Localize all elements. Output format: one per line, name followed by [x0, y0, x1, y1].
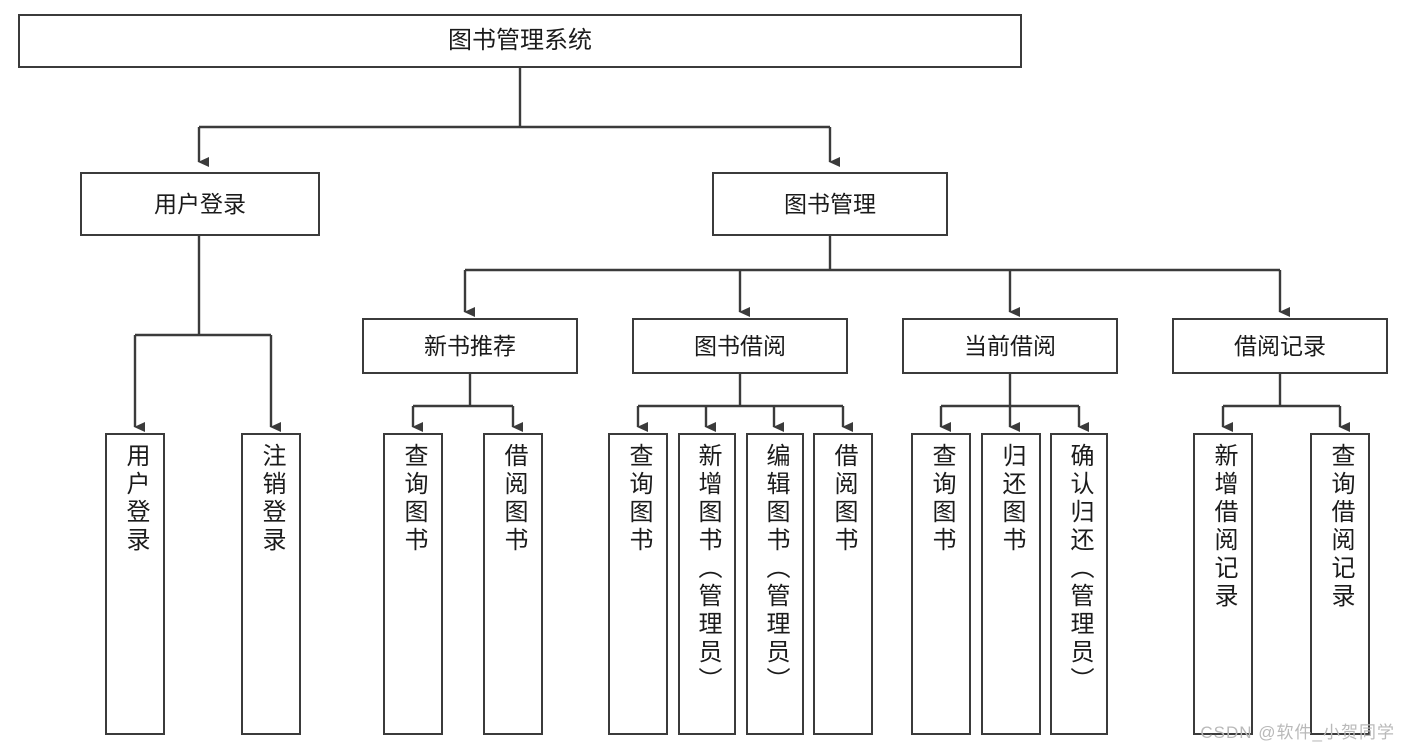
node-label: 图书借阅: [694, 332, 786, 359]
node-label: 新增图书（管理员）: [694, 443, 721, 695]
leaf-borrow-book-recommend[interactable]: 借阅图书: [483, 433, 543, 735]
node-label: 借阅图书: [830, 443, 857, 555]
leaf-query-book-borrow[interactable]: 查询图书: [608, 433, 668, 735]
leaf-add-borrow-record[interactable]: 新增借阅记录: [1193, 433, 1253, 735]
node-book-management[interactable]: 图书管理: [712, 172, 948, 236]
node-label: 注销登录: [258, 443, 285, 555]
leaf-edit-book-admin[interactable]: 编辑图书（管理员）: [746, 433, 804, 735]
node-label: 图书管理系统: [448, 27, 592, 55]
node-label: 借阅图书: [500, 443, 527, 555]
node-label: 查询图书: [400, 443, 427, 555]
node-label: 新增借阅记录: [1210, 443, 1237, 611]
node-label: 查询图书: [625, 443, 652, 555]
node-label: 编辑图书（管理员）: [762, 443, 789, 695]
node-root-book-management-system[interactable]: 图书管理系统: [18, 14, 1022, 68]
node-label: 用户登录: [154, 190, 246, 217]
node-label: 归还图书: [998, 443, 1025, 555]
node-label: 用户登录: [122, 443, 149, 555]
node-label: 查询借阅记录: [1327, 443, 1354, 611]
node-user-login[interactable]: 用户登录: [80, 172, 320, 236]
leaf-user-logout[interactable]: 注销登录: [241, 433, 301, 735]
node-label: 查询图书: [928, 443, 955, 555]
leaf-add-book-admin[interactable]: 新增图书（管理员）: [678, 433, 736, 735]
node-new-book-recommend[interactable]: 新书推荐: [362, 318, 578, 374]
node-label: 借阅记录: [1234, 332, 1326, 359]
leaf-borrow-book-borrow[interactable]: 借阅图书: [813, 433, 873, 735]
leaf-user-login[interactable]: 用户登录: [105, 433, 165, 735]
node-current-borrow[interactable]: 当前借阅: [902, 318, 1118, 374]
node-book-borrow[interactable]: 图书借阅: [632, 318, 848, 374]
node-label: 当前借阅: [964, 332, 1056, 359]
node-label: 确认归还（管理员）: [1066, 443, 1093, 695]
node-label: 新书推荐: [424, 332, 516, 359]
leaf-query-book-current[interactable]: 查询图书: [911, 433, 971, 735]
node-borrow-record[interactable]: 借阅记录: [1172, 318, 1388, 374]
leaf-return-book[interactable]: 归还图书: [981, 433, 1041, 735]
leaf-confirm-return-admin[interactable]: 确认归还（管理员）: [1050, 433, 1108, 735]
leaf-query-book-recommend[interactable]: 查询图书: [383, 433, 443, 735]
leaf-query-borrow-record[interactable]: 查询借阅记录: [1310, 433, 1370, 735]
node-label: 图书管理: [784, 190, 876, 217]
